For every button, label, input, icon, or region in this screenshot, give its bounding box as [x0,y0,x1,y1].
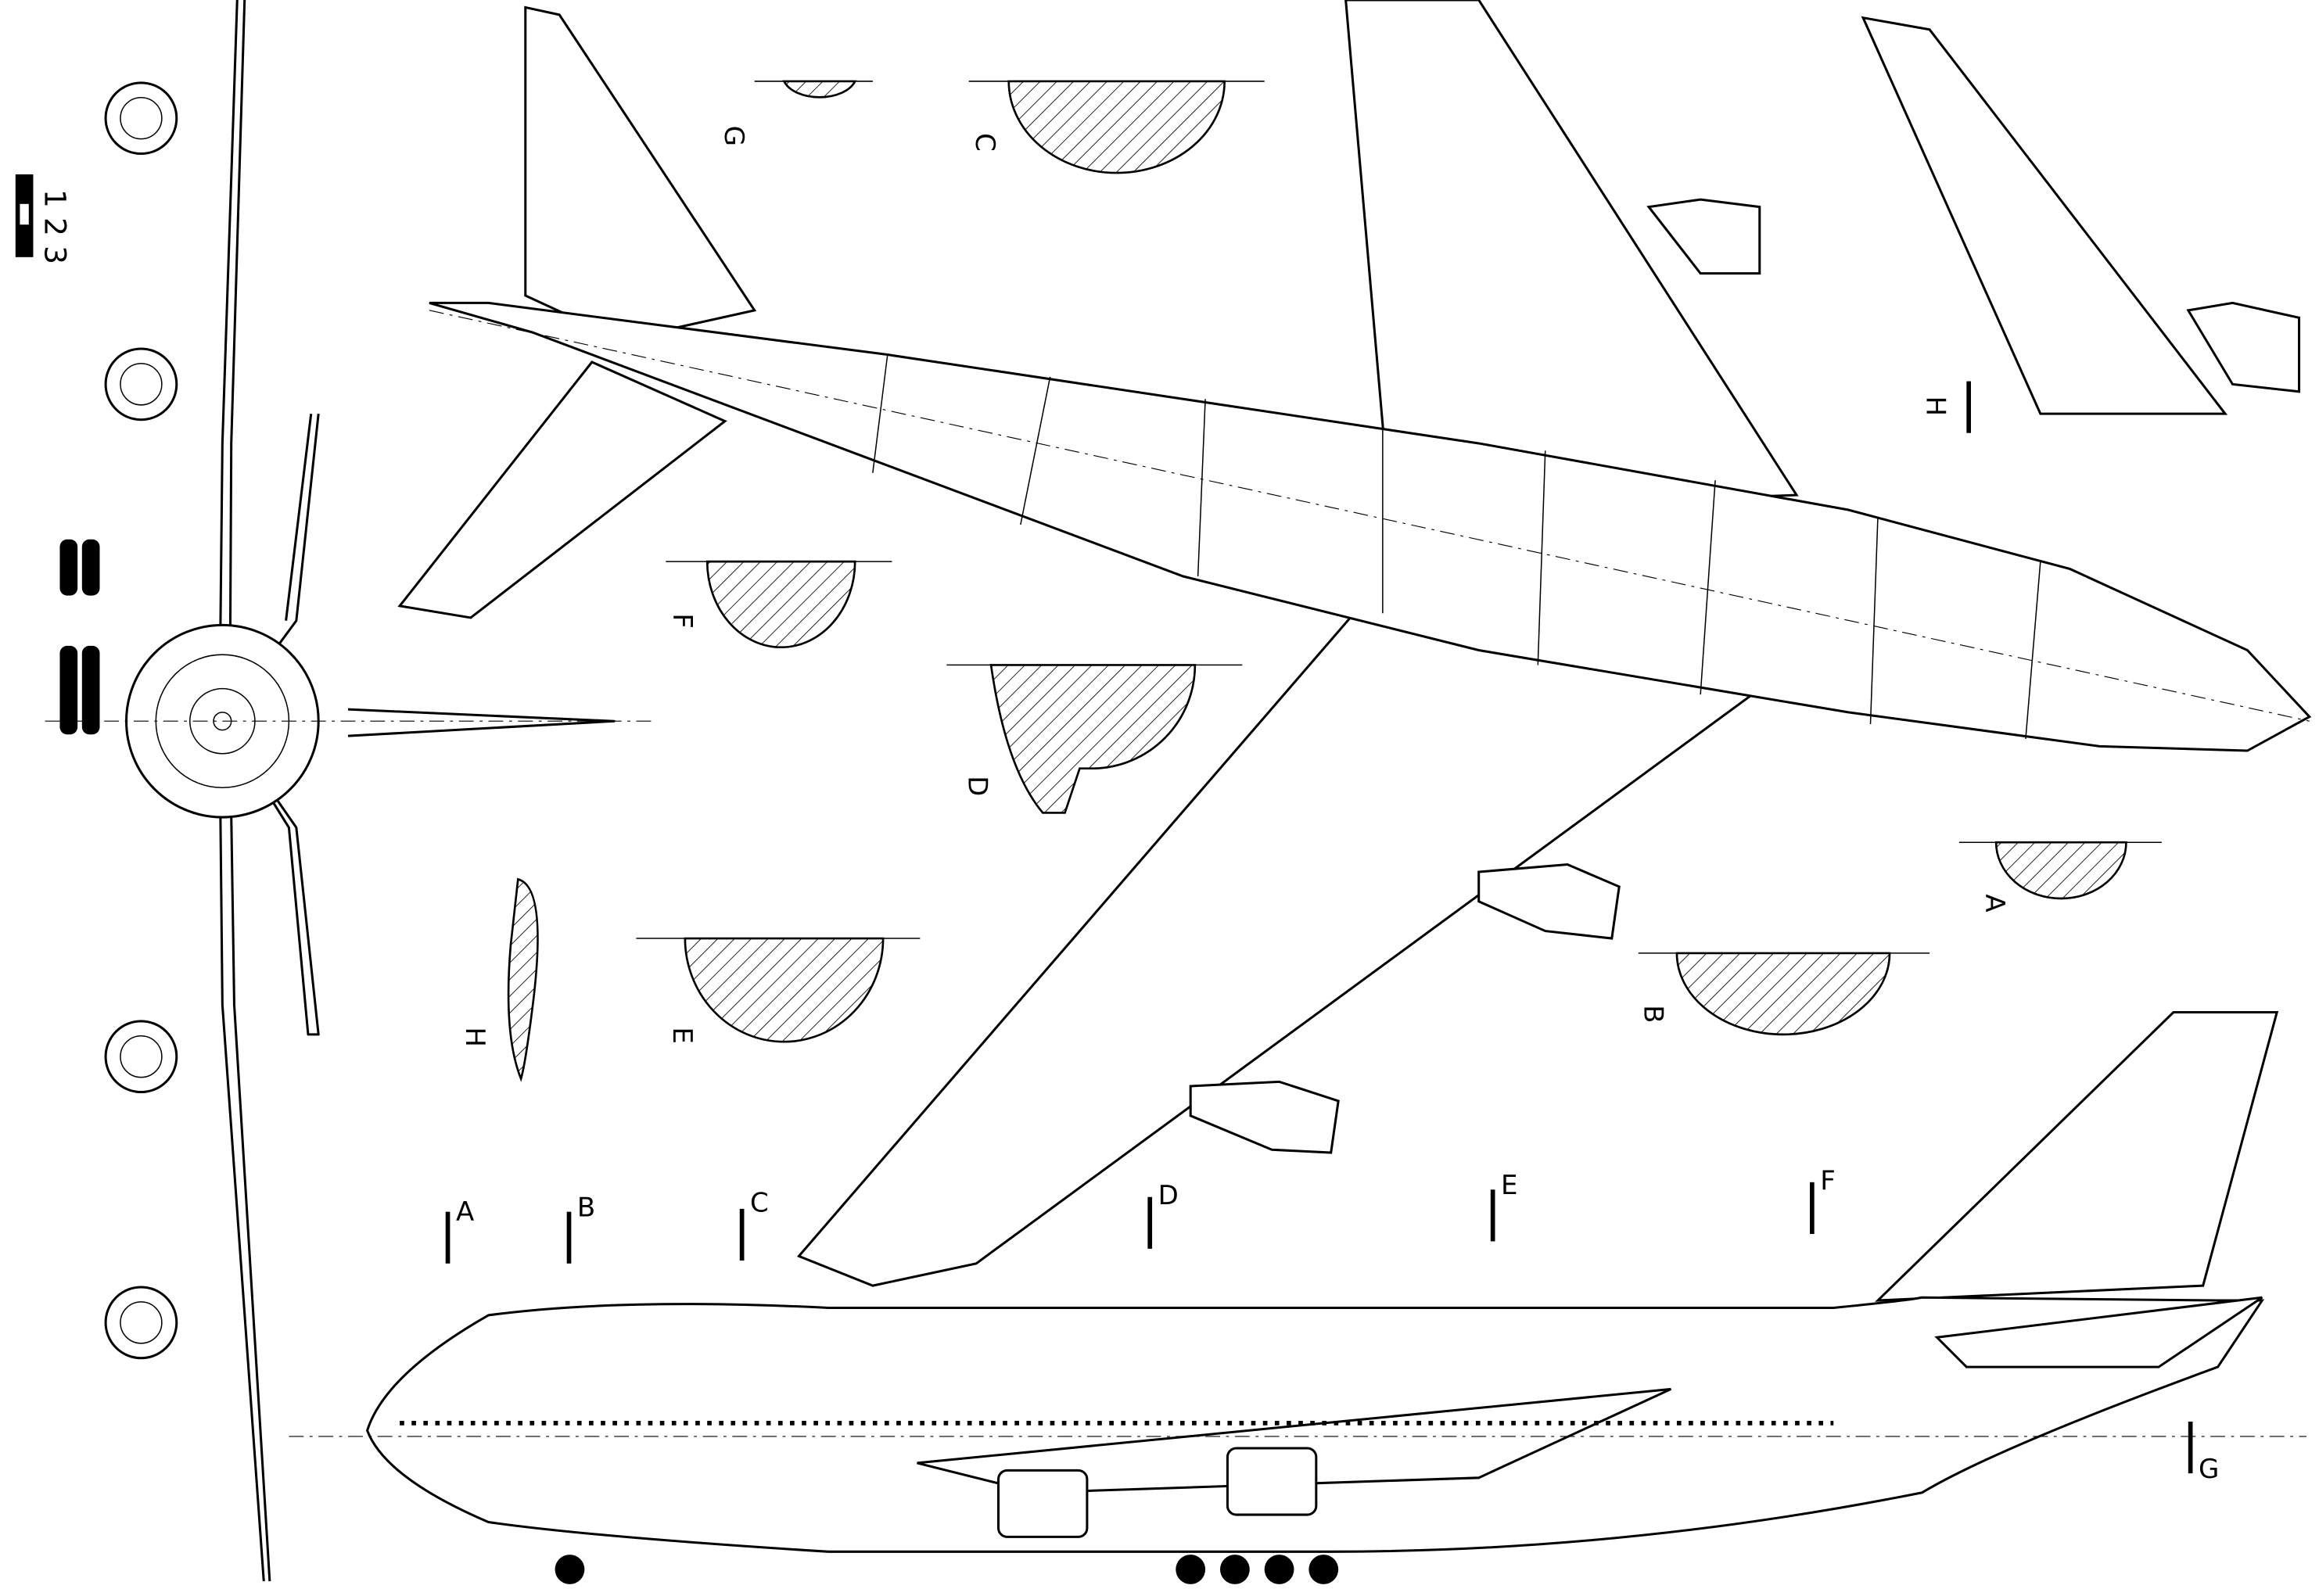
section-label-d: D [962,776,993,796]
side-view [289,1011,2306,1584]
section-label-c: C [969,133,1000,152]
station-g: G [2199,1454,2219,1485]
plan-engines [1189,198,2301,1154]
scale-bar: 1 2 3 [15,174,73,264]
section-label-b: B [1637,1005,1668,1023]
side-engines [996,1447,1318,1538]
section-label-f: F [666,613,698,629]
station-markers: A B C D E F G [445,1165,2219,1485]
station-a: A [456,1196,474,1228]
landing-gear [555,1555,1339,1584]
station-e: E [1501,1170,1517,1201]
section-label-h-inset: H [1919,396,1951,416]
front-landing-gear [59,539,100,735]
section-label-e: E [666,1027,698,1043]
station-c: C [750,1188,769,1219]
section-label-a: A [1979,894,2010,912]
section-label-h: H [459,1027,490,1047]
front-view [45,0,652,1582]
plan-view [397,0,2312,1287]
station-d: D [1158,1180,1179,1211]
station-f: F [1820,1165,1836,1196]
scale-label: 1 2 3 [38,189,73,264]
station-b: B [577,1192,595,1223]
front-engines [104,81,178,1360]
section-labels: G C F D E H B A H [459,126,2010,1047]
section-label-g: G [718,126,749,146]
cross-sections [507,80,2162,1082]
